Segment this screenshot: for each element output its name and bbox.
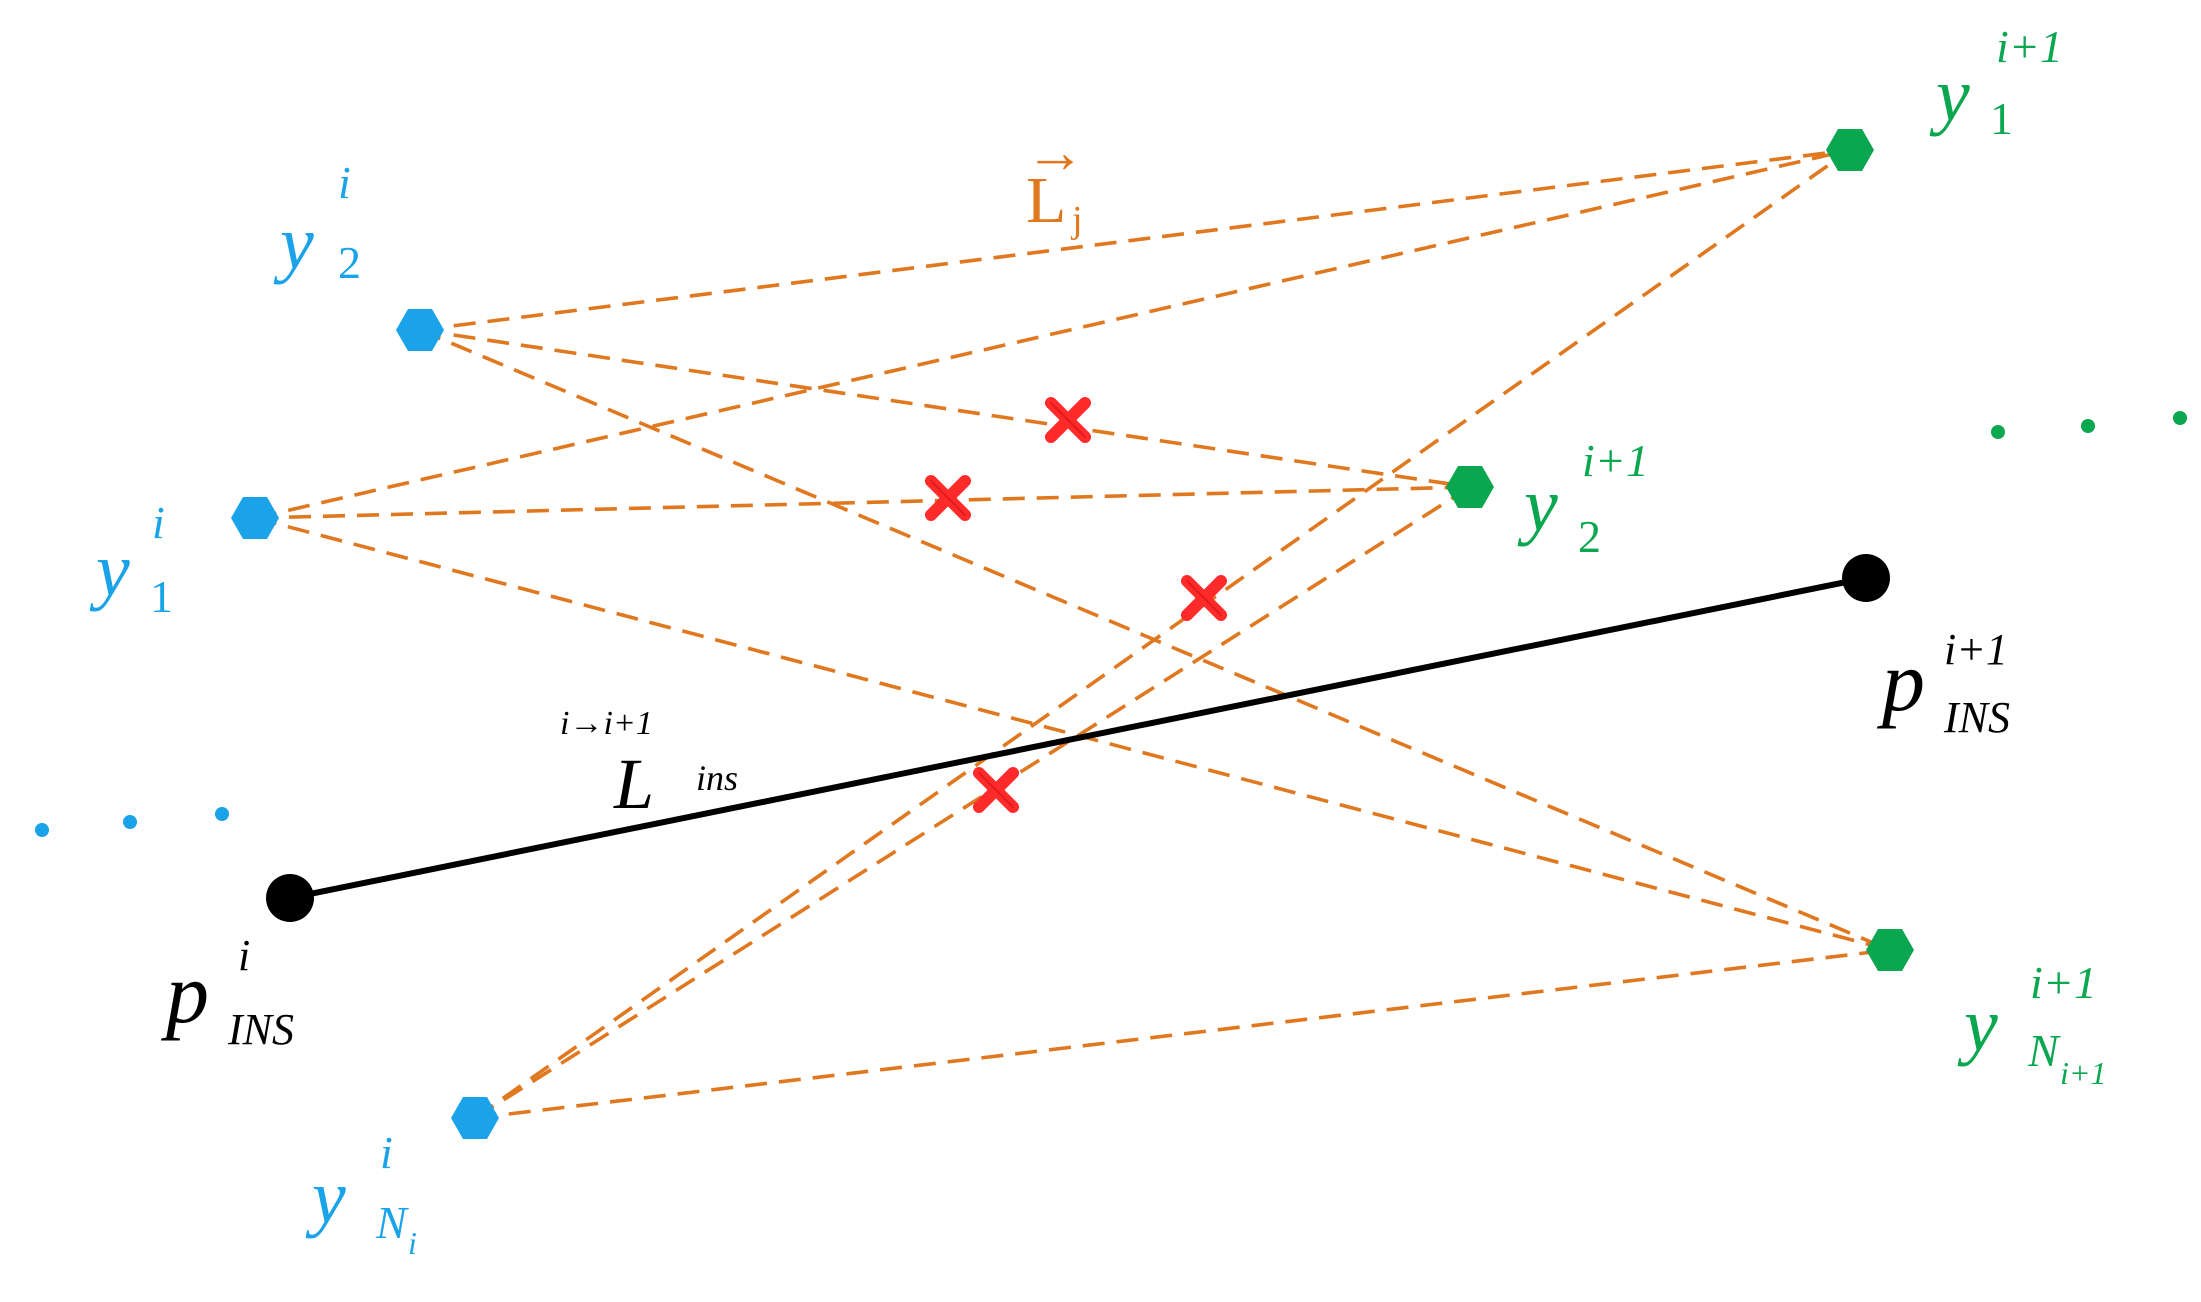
label-y2-i: y 2 i [273, 157, 365, 288]
edge-y2i-y1ip1 [419, 148, 1851, 332]
cross-icon [931, 481, 965, 515]
hexagon-icon [231, 497, 279, 539]
pose-p-ip1-point [1842, 554, 1890, 602]
edge-yNi-yNip1 [474, 948, 1891, 1120]
edge-yNi-y2ip1 [474, 485, 1471, 1120]
ellipsis-frame-ip1 [1991, 411, 2187, 439]
edge-y2i-y2ip1 [419, 328, 1471, 489]
ellipsis-dot [1991, 425, 2005, 439]
hexagon-icon [1446, 466, 1494, 508]
label-p-i: p INS i [160, 931, 298, 1054]
label-y2-ip1: y 2 i+1 [1517, 435, 1649, 562]
cross-icon [979, 773, 1013, 807]
ins-motion-line [289, 575, 1867, 901]
label-L-j: → L j [1025, 119, 1089, 241]
ellipsis-dot [2081, 419, 2095, 433]
edge-y1i-y1ip1 [254, 148, 1851, 520]
cross-icon [1051, 403, 1085, 437]
hexagon-icon [451, 1097, 499, 1139]
ellipsis-frame-i [35, 807, 229, 837]
hexagon-icon [1866, 929, 1914, 971]
label-yN-ip1: y N i+1 i+1 [1957, 957, 2110, 1091]
label-yNi-i: y N i i [305, 1127, 421, 1261]
ellipsis-dot [2173, 411, 2187, 425]
features-frame-ip1 [1446, 129, 1914, 971]
ellipsis-dot [123, 815, 137, 829]
edge-y1i-yNip1 [254, 516, 1891, 952]
hexagon-icon [1826, 129, 1874, 171]
edge-yNi-y1ip1 [473, 148, 1852, 1120]
label-p-ip1: p INS i+1 [1876, 625, 2014, 742]
pose-p-i-point [266, 874, 314, 922]
features-frame-i [231, 309, 499, 1139]
label-y1-ip1: y 1 i+1 [1929, 21, 2063, 144]
hexagon-icon [396, 309, 444, 351]
label-L-ins: L ins i→i+1 [560, 705, 742, 824]
ellipsis-dot [215, 807, 229, 821]
rejected-markers [931, 403, 1221, 807]
label-y1-i: y 1 i [89, 497, 177, 622]
candidate-lines [254, 148, 1891, 1120]
ellipsis-dot [35, 823, 49, 837]
edge-y1i-y2ip1 [254, 485, 1471, 520]
